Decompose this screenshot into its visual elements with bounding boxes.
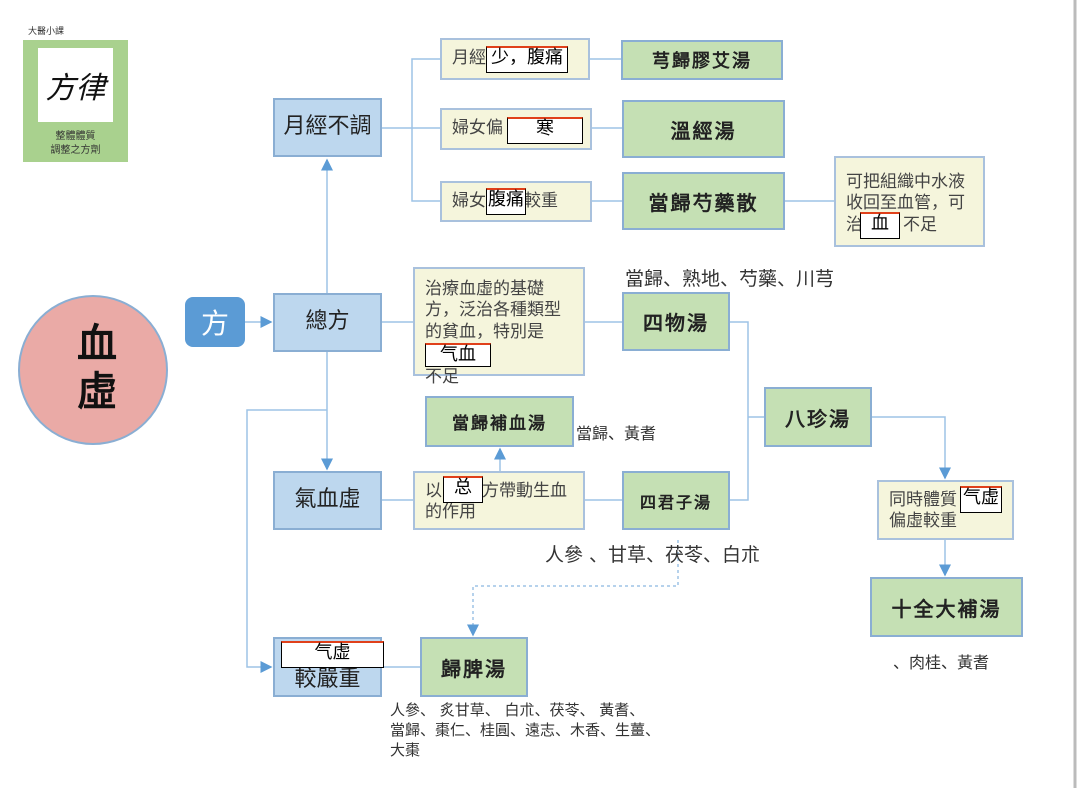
symptom-text: 月經: [452, 48, 486, 69]
symptom-text: 婦女: [452, 190, 486, 211]
symptom-text: 不足: [425, 366, 459, 387]
overlay-label: 总: [443, 476, 483, 503]
overlay-label: 腹痛: [486, 188, 526, 215]
formula-siwu[interactable]: 四物湯: [622, 292, 730, 351]
herbs-sijunzi: 人參 、甘草、茯苓、白朮: [545, 544, 761, 566]
fang-button[interactable]: 方: [185, 297, 245, 347]
overlay-label: 少，腹痛: [486, 46, 568, 73]
formula-sijunzi[interactable]: 四君子湯: [622, 471, 730, 530]
symptom-text: 以: [425, 481, 442, 501]
symptom-text: 較重: [524, 190, 558, 211]
calligraphy-text: 方律: [45, 71, 106, 106]
formula-dangguibuxue[interactable]: 當歸補血湯: [425, 396, 574, 447]
overlay-label: 寒: [507, 117, 583, 144]
symptom-box: 治療血虛的基礎方，泛治各種類型的貧血，特別是气血不足: [413, 267, 585, 387]
symptom-text: 治療血虛的基礎方，泛治各種類型的貧血，特別是: [425, 279, 561, 342]
herbs-line: 大棗: [390, 741, 421, 759]
overlay-label: 气虚: [281, 641, 384, 668]
symptom-text: 偏虛較重: [889, 511, 957, 532]
symptom-text: 可把組織中水液收回至血管，可治: [846, 172, 965, 235]
root-node: 血虛: [18, 295, 168, 445]
herbs-line: 當歸、棗仁、桂圓、遠志、木香、生薑、: [390, 721, 661, 739]
formula-wenjing[interactable]: 溫經湯: [622, 100, 785, 158]
symptom-box: 可把組織中水液收回至血管，可治不足: [834, 156, 985, 247]
calligraphy-logo: 方律: [38, 48, 113, 122]
symptom-text: 不足: [903, 214, 937, 235]
category-general[interactable]: 總方: [273, 293, 382, 352]
overlay-label: 血: [860, 212, 900, 239]
symptom-text: 同時體質: [889, 490, 957, 510]
logo-caption: 調整之方劑: [50, 145, 101, 156]
symptom-text: 方帶動生血的作用: [425, 481, 567, 523]
logo-caption: 整體體質: [55, 131, 96, 142]
symptom-box: 以方帶動生血的作用: [413, 471, 585, 530]
overlay-label: 气血: [425, 342, 491, 367]
herbs-line: 人參、 炙甘草、 白朮、茯苓、 黃耆、: [390, 701, 645, 719]
formula-dangguishaoyao[interactable]: 當歸芍藥散: [622, 172, 785, 230]
category-menstrual[interactable]: 月經不調: [273, 98, 382, 157]
brand-label: 大醫小課: [28, 27, 65, 37]
herbs-buxue: 當歸、黃耆: [576, 424, 657, 443]
formula-shiquandabu[interactable]: 十全大補湯: [870, 577, 1023, 637]
overlay-label: 气虚: [960, 486, 1002, 513]
herbs-siwu: 當歸、熟地、芍藥、川芎: [625, 268, 835, 290]
symptom-text: 婦女偏: [452, 118, 503, 139]
formula-xiongguijiaoai[interactable]: 芎歸膠艾湯: [621, 40, 783, 80]
formula-guipi[interactable]: 歸脾湯: [420, 637, 528, 697]
category-qixue[interactable]: 氣血虛: [273, 471, 382, 530]
logo: 方律 整體體質調整之方劑: [23, 40, 128, 162]
formula-bazhen[interactable]: 八珍湯: [764, 387, 872, 447]
herbs-shiquan: 、肉桂、黃耆: [893, 653, 990, 672]
herbs-guipi: 人參、 炙甘草、 白朮、茯苓、 黃耆、當歸、棗仁、桂圓、遠志、木香、生薑、大棗: [390, 700, 660, 760]
root-label: 血虛: [70, 322, 117, 418]
